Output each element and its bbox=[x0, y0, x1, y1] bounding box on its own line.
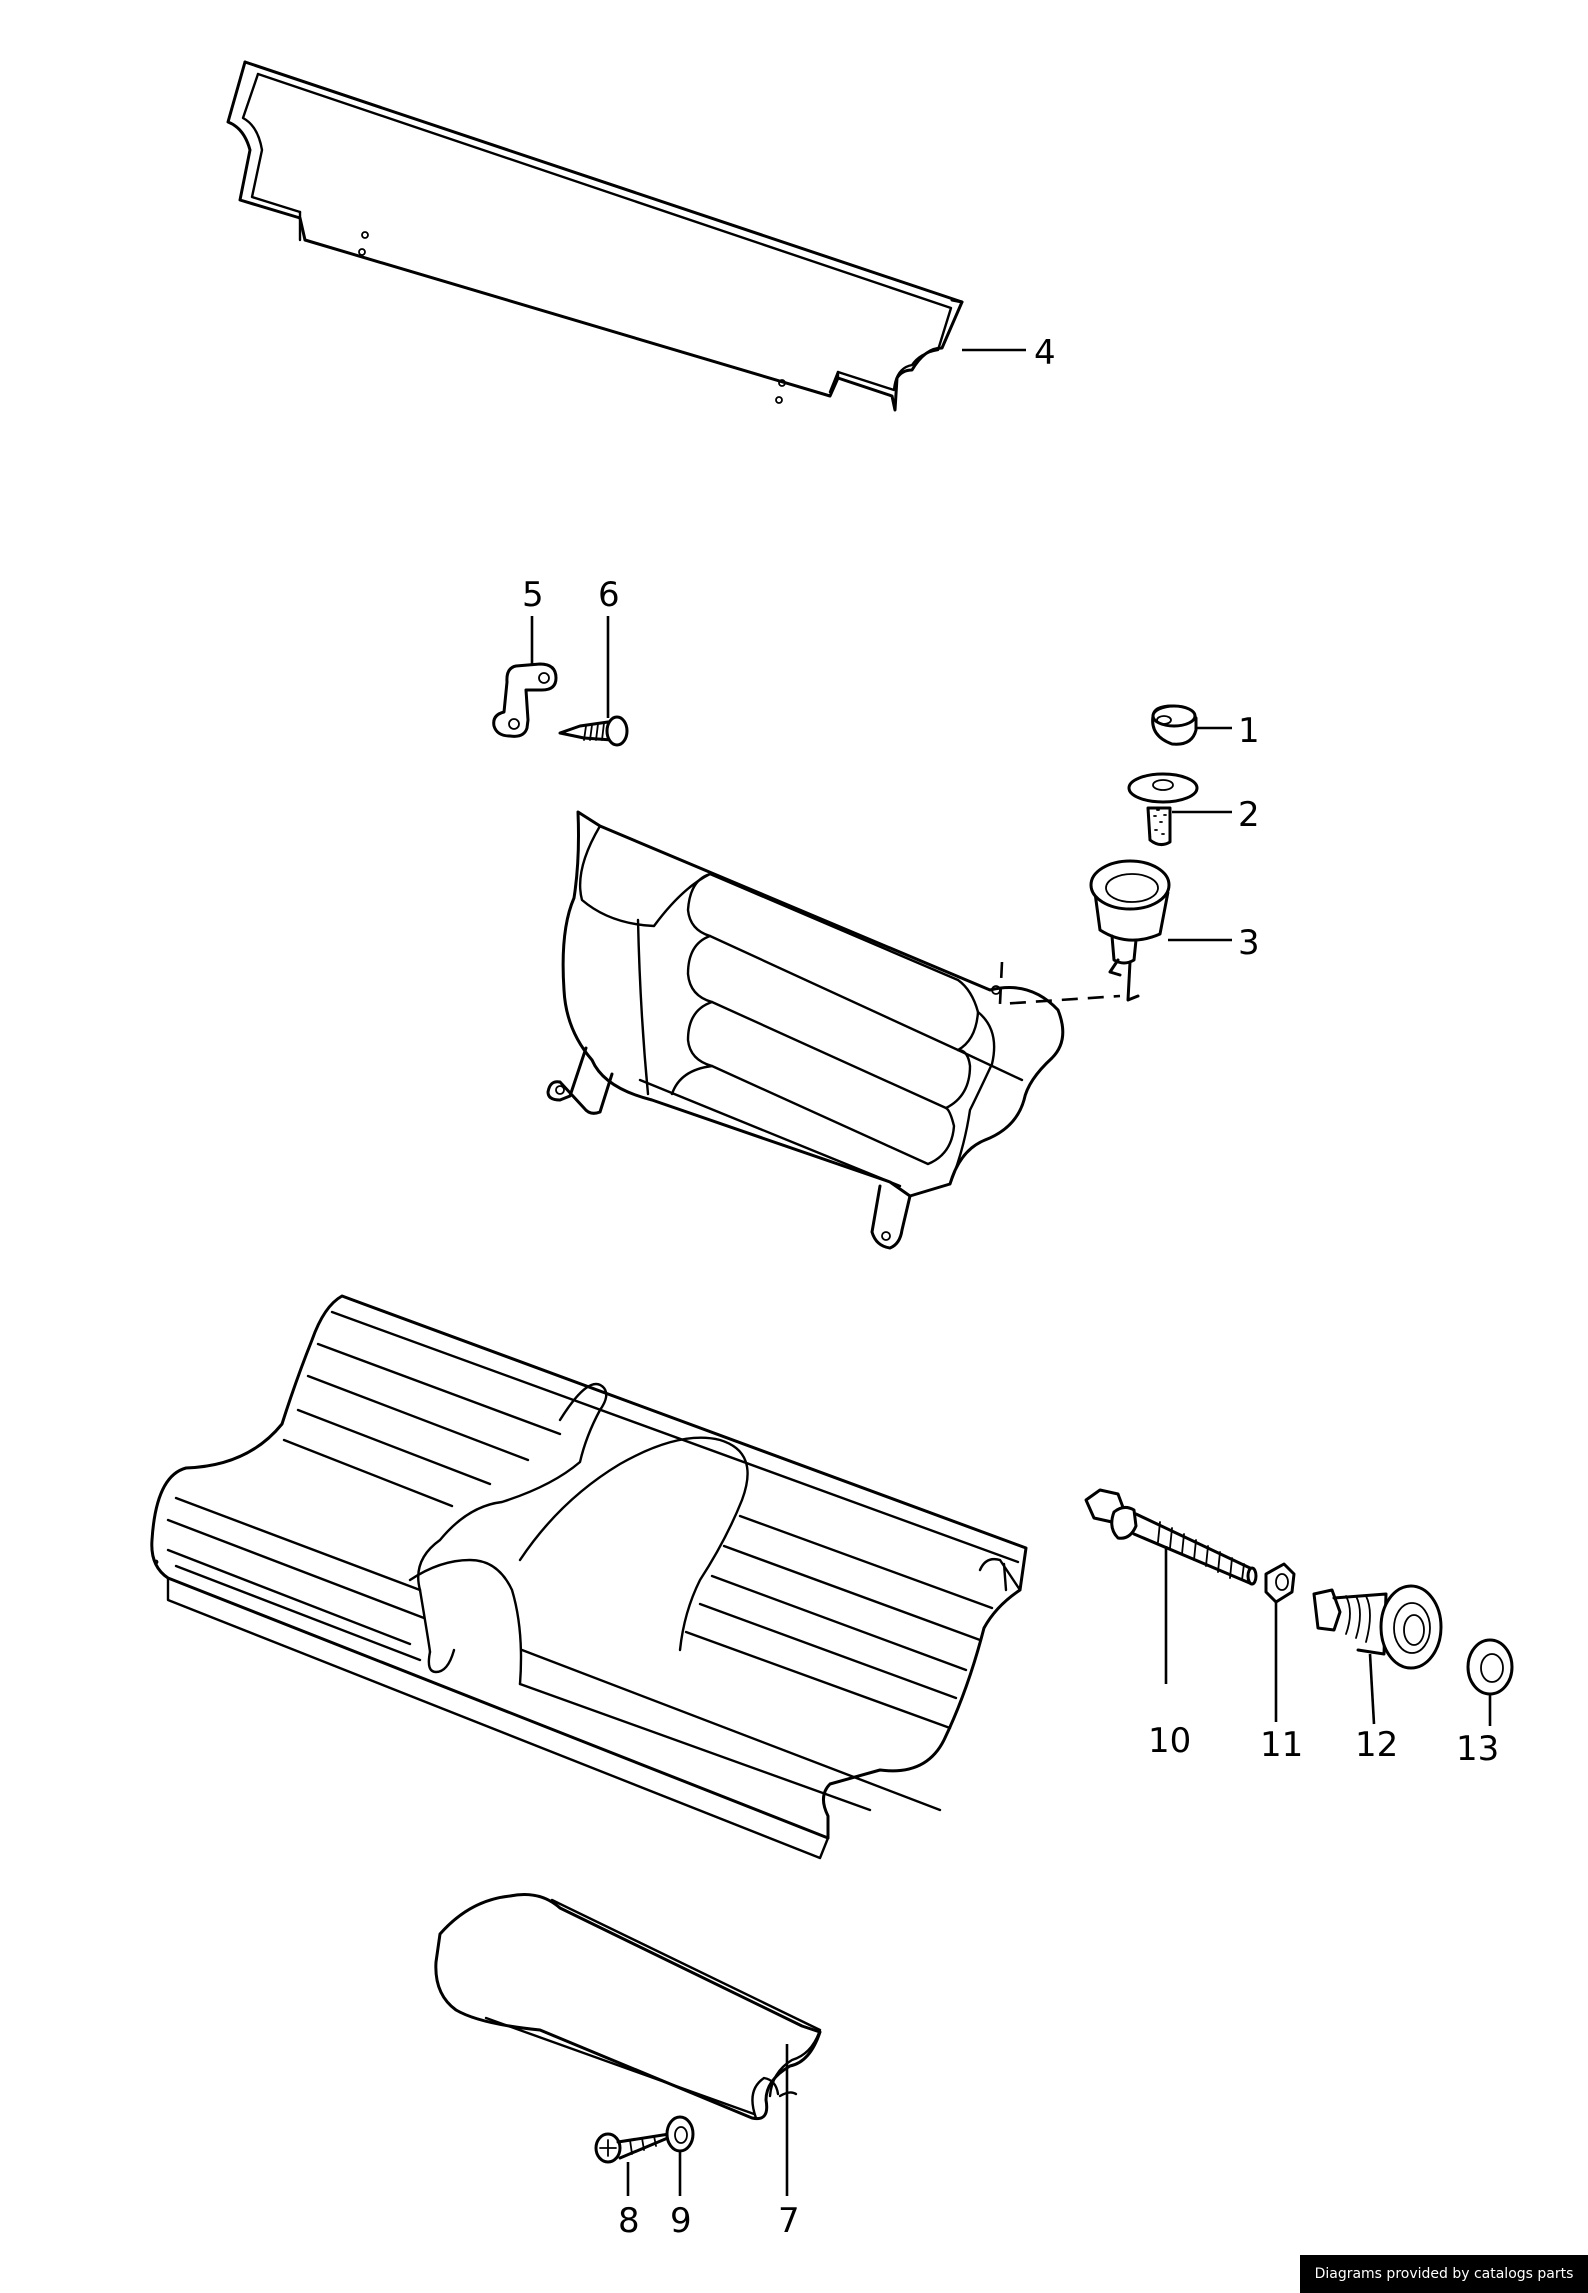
callout-11: 11 bbox=[1260, 1725, 1303, 1765]
credit-banner: Diagrams provided by catalogs parts bbox=[1300, 2255, 1588, 2293]
screw-6-drawing bbox=[558, 715, 629, 747]
knob-cap-drawing bbox=[1151, 704, 1198, 746]
receptacle-drawing bbox=[1089, 859, 1171, 1002]
seat-backrest-drawing bbox=[546, 810, 1065, 1250]
washer-drawing bbox=[1466, 1638, 1514, 1696]
bushing-drawing bbox=[1312, 1584, 1443, 1670]
leader-lines bbox=[530, 348, 1492, 2196]
mushroom-fastener-drawing bbox=[1127, 772, 1199, 847]
callout-13: 13 bbox=[1456, 1729, 1499, 1769]
bolt-drawing bbox=[1084, 1488, 1258, 1586]
washer-9-drawing bbox=[665, 2115, 695, 2153]
bracket-drawing bbox=[492, 662, 558, 738]
callout-3: 3 bbox=[1238, 923, 1260, 963]
callout-9: 9 bbox=[670, 2201, 692, 2241]
callout-10: 10 bbox=[1148, 1721, 1191, 1761]
callout-8: 8 bbox=[618, 2201, 640, 2241]
callout-7: 7 bbox=[778, 2201, 800, 2241]
nut-drawing bbox=[1264, 1562, 1296, 1604]
seat-cushion-drawing bbox=[150, 1294, 1028, 1860]
callout-12: 12 bbox=[1355, 1725, 1398, 1765]
callout-1: 1 bbox=[1238, 711, 1260, 751]
callout-6: 6 bbox=[598, 575, 620, 615]
callout-labels: 4 5 6 1 2 3 10 11 12 13 8 9 7 bbox=[522, 333, 1499, 2241]
cover-drawing bbox=[434, 1893, 822, 2121]
assembly-dashed-line bbox=[998, 961, 1121, 1006]
rear-panel-drawing bbox=[226, 60, 964, 412]
callout-4: 4 bbox=[1034, 333, 1056, 373]
callout-2: 2 bbox=[1238, 795, 1260, 835]
callout-5: 5 bbox=[522, 575, 544, 615]
